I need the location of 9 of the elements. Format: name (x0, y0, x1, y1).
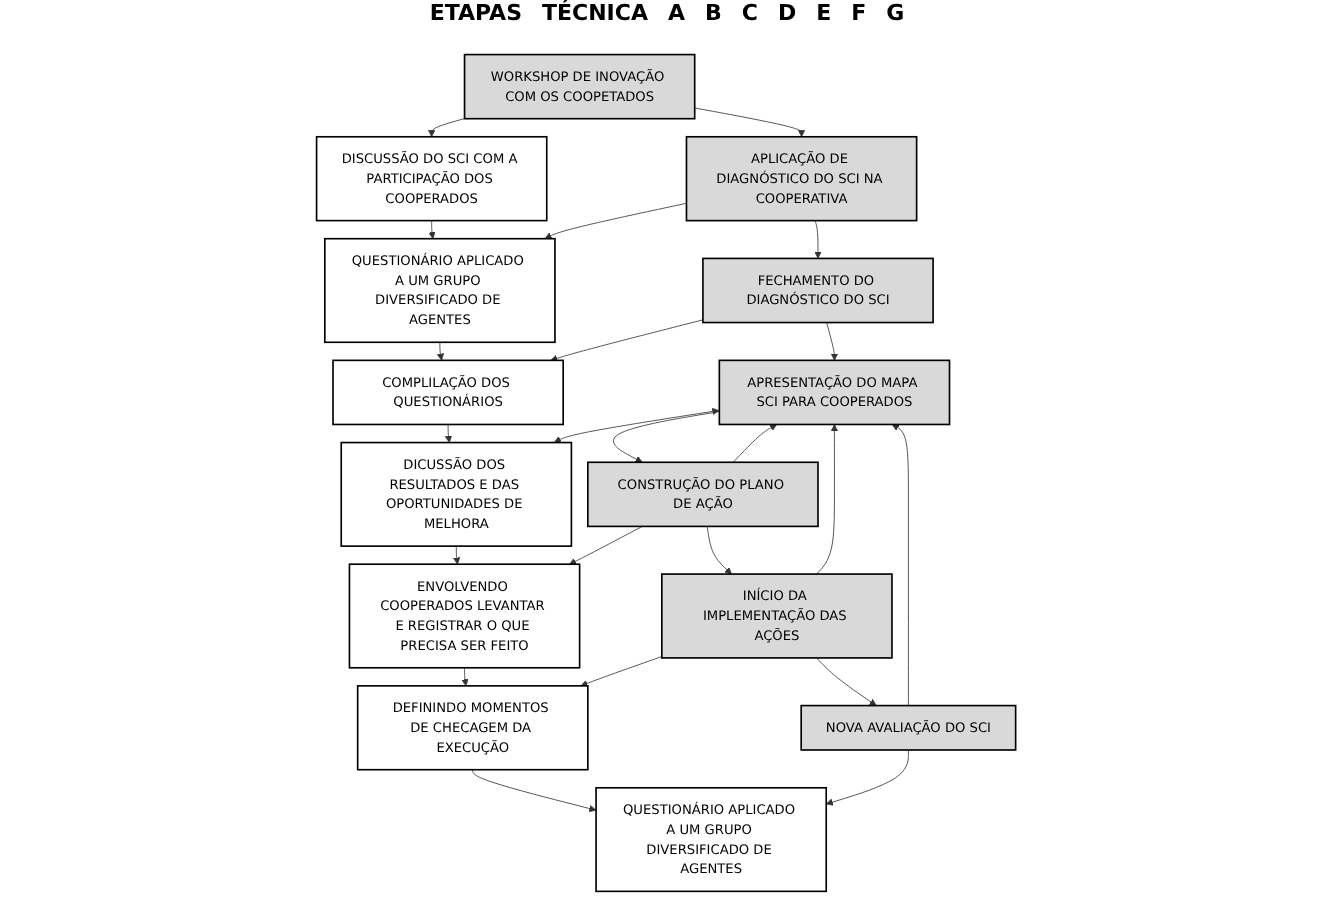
row-letter: B (705, 0, 722, 30)
row-letter: A (667, 0, 685, 30)
row-letter: C (741, 0, 758, 30)
column-heading: ETAPAS (429, 0, 522, 30)
row-letter: E (816, 0, 832, 30)
column-heading: TÉCNICA (542, 0, 648, 30)
row-letter: F (851, 0, 867, 30)
row-letter: G (886, 0, 905, 30)
row-letter: D (777, 0, 797, 30)
